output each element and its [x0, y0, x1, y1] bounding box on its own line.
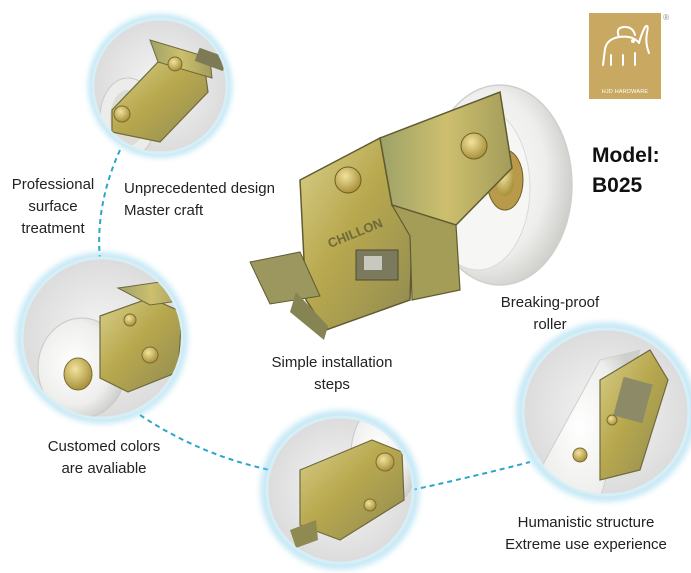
caption-design: Unprecedented design Master craft: [124, 178, 275, 222]
caption-line: Professional: [11, 176, 95, 193]
caption-line: Extreme use experience: [505, 536, 667, 553]
model-heading: Model:: [592, 144, 660, 167]
brand-logo: HJD HARDWARE ®: [589, 13, 669, 99]
connector-left-to-bottom: [139, 414, 271, 471]
caption-line: Unprecedented design: [124, 180, 275, 197]
caption-line: roller: [533, 316, 567, 333]
caption-line: Customed colors: [47, 438, 161, 455]
model-code: B025: [592, 174, 643, 197]
model-label: Model: B025: [592, 141, 660, 201]
main-product-image: CHILLON: [249, 84, 573, 340]
registered-mark: ®: [663, 13, 669, 22]
caption-line: treatment: [21, 220, 85, 237]
caption-line: Breaking-proof: [500, 294, 600, 311]
caption-roller: Breaking-proof roller: [486, 292, 614, 336]
caption-line: are avaliable: [61, 460, 147, 477]
connector-bottom-to-right: [411, 461, 531, 491]
detail-circle-right: [516, 322, 691, 502]
caption-line: Simple installation: [271, 354, 393, 371]
caption-line: steps: [314, 376, 350, 393]
caption-line: Master craft: [124, 202, 204, 219]
detail-circle-top: [88, 14, 232, 158]
caption-structure: Humanistic structure Extreme use experie…: [488, 512, 684, 556]
caption-line: surface: [28, 198, 78, 215]
caption-colors: Customed colors are avaliable: [36, 436, 172, 480]
connector-top-to-left: [98, 149, 121, 261]
caption-line: Humanistic structure: [517, 514, 655, 531]
connector-lines: [98, 149, 531, 491]
brand-name: HJD HARDWARE: [601, 89, 649, 95]
detail-circle-left: [16, 252, 188, 424]
caption-surface: Professional surface treatment: [4, 174, 102, 240]
detail-circle-bottom: [260, 410, 420, 570]
caption-install: Simple installation steps: [254, 352, 410, 396]
elephant-icon: [602, 24, 650, 66]
